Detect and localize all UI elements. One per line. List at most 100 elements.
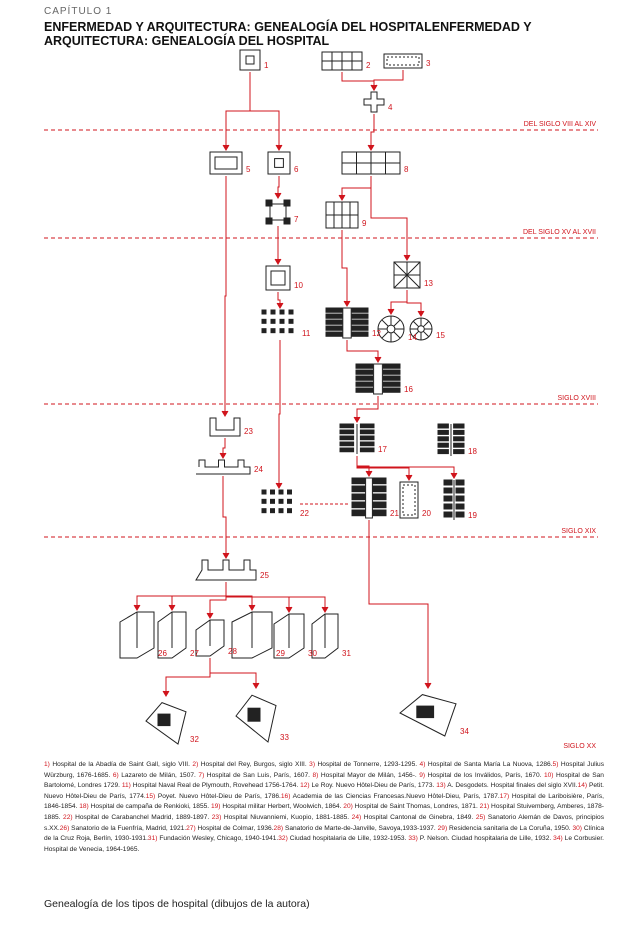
legend-entry: 17) Hospital de Lariboisière, París, 184…: [44, 793, 604, 811]
plan-29: [231, 611, 273, 659]
era-label: SIGLO XIX: [561, 528, 596, 535]
legend-number: 1): [44, 761, 50, 768]
plan-31: [311, 613, 339, 659]
arrowhead: [222, 552, 230, 559]
plan-25: [195, 559, 257, 581]
arrowhead: [370, 84, 378, 91]
legend-entry: 29) Residencia sanitaria de La Coruña, 1…: [438, 825, 573, 832]
link: [249, 72, 280, 150]
arrowhead: [450, 472, 458, 479]
chapter-label: CAPÍTULO 1: [44, 6, 113, 17]
legend-text: Academia de las Ciencias Francesas.Nuevo…: [290, 792, 500, 800]
arrowhead: [275, 482, 283, 489]
plan-28: [195, 619, 225, 657]
plan-number: 15: [436, 331, 445, 340]
legend-text: Clínica de la Cruz Roja, Berlín, 1930-19…: [44, 824, 605, 843]
legend-text: Hospital de San Luis, París, 1607.: [204, 771, 313, 779]
plan-number: 26: [158, 649, 167, 658]
arrowhead: [168, 604, 176, 611]
legend-entry: 19) Hospital militar Herbert, Woolwich, …: [211, 803, 343, 810]
legend-number: 6): [112, 771, 119, 779]
plan-2: [321, 51, 363, 71]
link: [341, 230, 348, 306]
legend-text: Hospital de Carabanchel Madrid, 1889-189…: [72, 813, 212, 821]
plan-23: [209, 417, 241, 437]
plan-26: [119, 611, 155, 659]
legend-entry: 31) Fundación Wesley, Chicago, 1940-1941…: [148, 835, 278, 842]
legend-text: Hospital de campaña de Renkioki, 1855.: [88, 803, 211, 811]
plan-number: 32: [190, 735, 199, 744]
era-label: DEL SIGLO VIII AL XIV: [524, 121, 597, 128]
legend-number: 7): [198, 771, 205, 779]
legend-entry: 33) P. Nelson. Ciudad hospitalaria de Li…: [408, 835, 553, 842]
plan-7: [265, 199, 291, 225]
plan-number: 3: [426, 59, 431, 68]
legend-text: A. Desgodets. Hospital finales del siglo…: [445, 782, 578, 790]
plan-27: [157, 611, 187, 659]
arrowhead: [367, 144, 375, 151]
legend: 1) Hospital de la Abadía de Saint Gall, …: [44, 760, 604, 855]
legend-entry: 32) Ciudad hospitalaria de Lille, 1932-1…: [278, 835, 408, 842]
link: [356, 456, 455, 478]
legend-entry: 21) Hospital Stuivemberg, Amberes, 1878-…: [44, 803, 604, 821]
legend-entry: 8) Hospital Mayor de Milán, 1456-.: [312, 772, 419, 779]
plan-18: [437, 423, 465, 456]
arrowhead: [374, 356, 382, 363]
legend-entry: 18) Hospital de campaña de Renkioki, 185…: [79, 803, 211, 810]
era-label: SIGLO XVIII: [557, 395, 596, 402]
plan-20: [399, 481, 419, 519]
plan-number: 2: [366, 61, 371, 70]
legend-number: 29): [437, 824, 448, 832]
plan-12: [325, 307, 369, 339]
legend-text: Sanatorio de la Fuenfría, Madrid, 1921.: [69, 824, 187, 832]
arrowhead: [274, 258, 282, 265]
legend-text: Le Roy. Nuevo Hôtel-Dieu de París, 1773.: [309, 782, 437, 790]
plan-22: [261, 489, 292, 514]
plan-number: 30: [308, 649, 317, 658]
plan-30: [273, 613, 305, 659]
legend-entry: 30) Clínica de la Cruz Roja, Berlín, 193…: [44, 825, 604, 843]
plan-21: [351, 477, 387, 519]
plan-number: 11: [302, 329, 311, 338]
arrowhead: [285, 606, 293, 613]
plan-32: [145, 702, 187, 745]
legend-text: Hospital militar Herbert, Woolwich, 1864…: [220, 803, 344, 811]
legend-entry: 20) Hospital de Saint Thomas, Londres, 1…: [343, 803, 479, 810]
plan-17: [339, 423, 375, 454]
link: [224, 176, 227, 416]
legend-text: Lazareto de Milán, 1507.: [118, 771, 199, 779]
link: [356, 396, 379, 422]
legend-text: Sanatorio Alemán de Davos, principios s.…: [44, 813, 604, 832]
arrowhead: [162, 690, 170, 697]
arrowhead: [424, 682, 432, 689]
legend-text: Hospital del Rey, Burgos, siglo XIII.: [198, 761, 310, 768]
arrowhead: [221, 410, 229, 417]
era-label: DEL SIGLO XV AL XVII: [523, 229, 596, 236]
plan-14: [377, 315, 405, 343]
legend-text: Hospital Cantonal de Ginebra, 1849.: [361, 813, 476, 821]
plan-1: [239, 49, 261, 71]
legend-number: 22): [63, 813, 73, 821]
legend-entry: 24) Hospital Cantonal de Ginebra, 1849.: [352, 814, 476, 821]
link: [370, 114, 375, 150]
legend-entry: 4) Hospital de Santa María La Nuova, 128…: [420, 761, 553, 768]
plan-number: 20: [422, 509, 431, 518]
legend-number: 2): [192, 761, 199, 768]
legend-entry: 26) Sanatorio de la Fuenfría, Madrid, 19…: [60, 825, 186, 832]
legend-text: Hospital de Saint Thomas, Londres, 1871.: [352, 803, 480, 811]
plan-number: 25: [260, 571, 269, 580]
link: [225, 72, 251, 150]
legend-number: 3): [309, 761, 316, 768]
plan-number: 33: [280, 733, 289, 742]
legend-number: 11): [121, 782, 131, 790]
legend-entry: 1) Hospital de la Abadía de Saint Gall, …: [44, 761, 192, 768]
plan-34: [399, 694, 457, 737]
arrowhead: [219, 452, 227, 459]
legend-number: 18): [79, 803, 89, 811]
plan-number: 24: [254, 465, 263, 474]
legend-number: 34): [553, 835, 563, 843]
link: [370, 176, 408, 260]
figure-caption: Genealogía de los tipos de hospital (dib…: [44, 898, 310, 910]
plan-number: 5: [246, 165, 251, 174]
legend-number: 23): [211, 813, 222, 821]
